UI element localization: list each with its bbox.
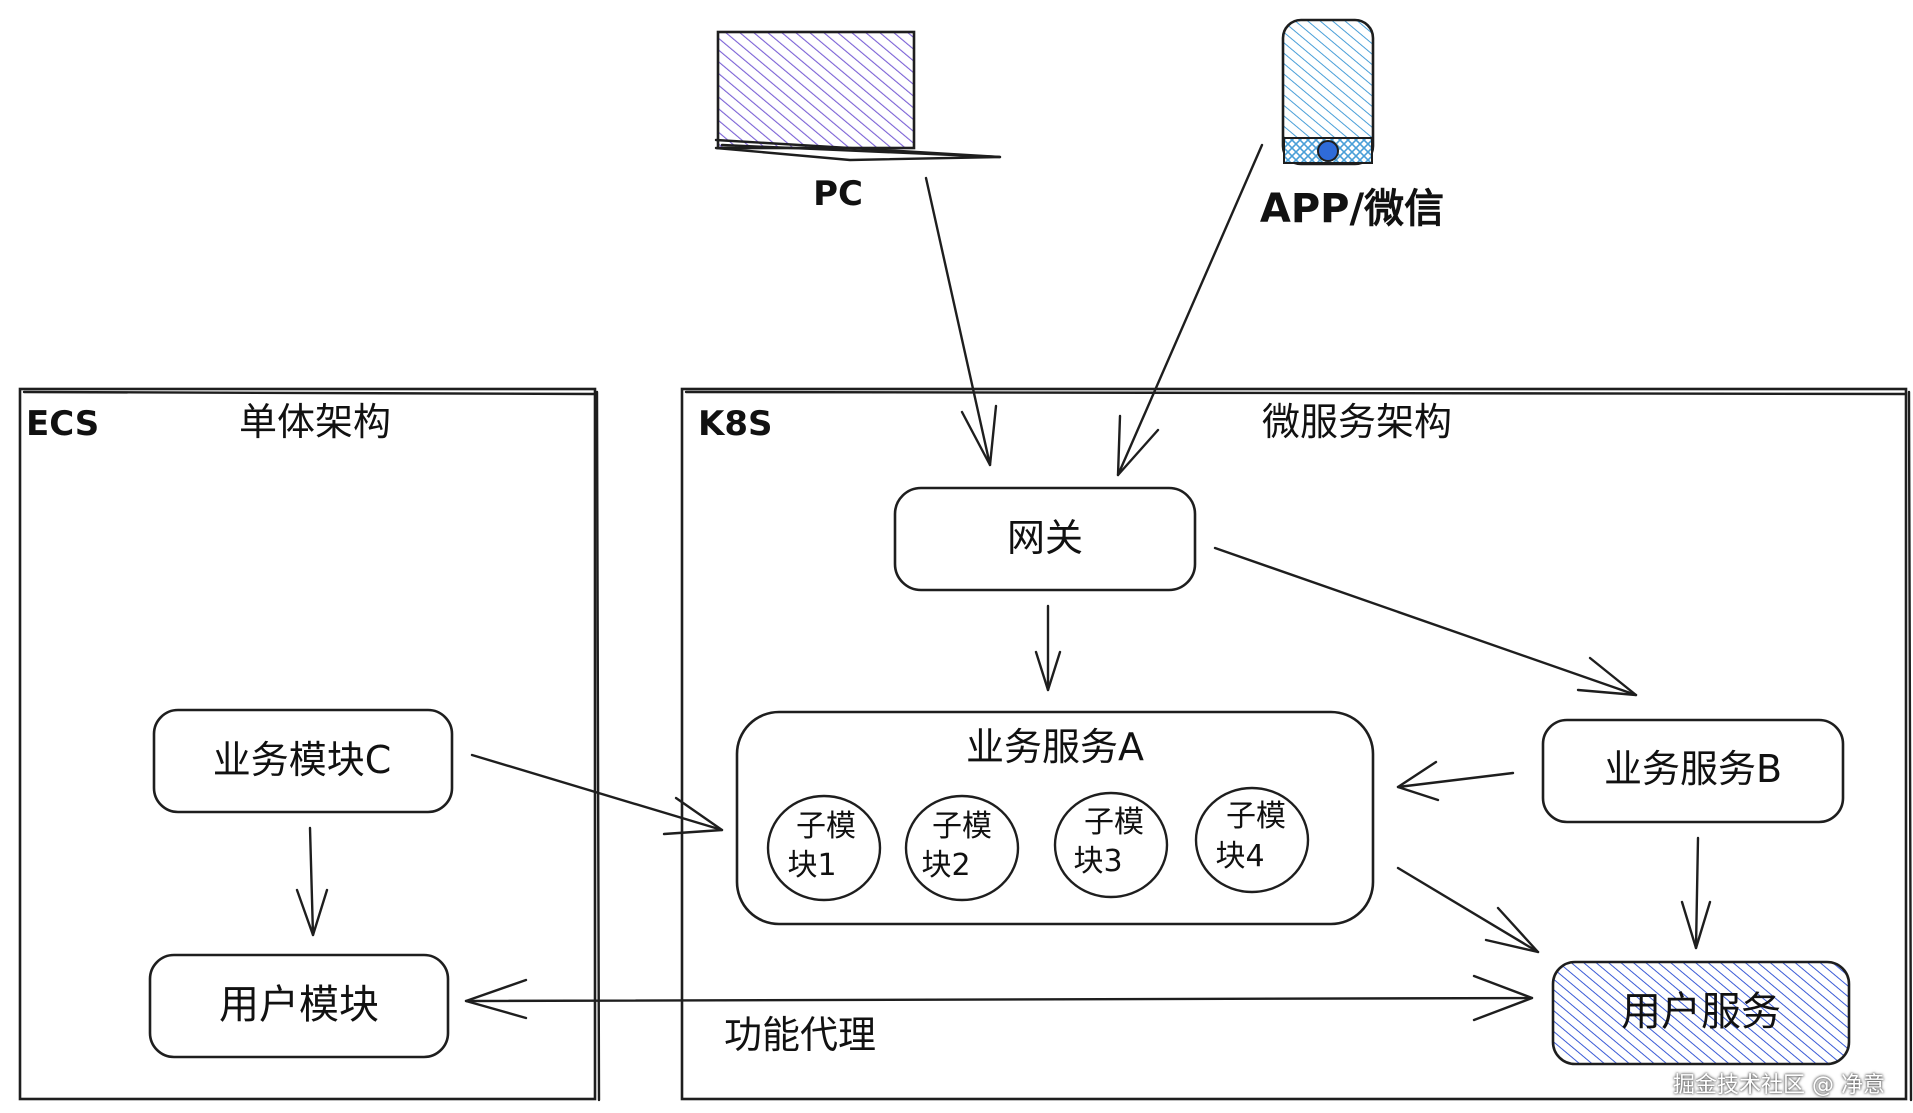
phone-home-button <box>1317 140 1339 162</box>
ecs-container <box>18 387 601 1102</box>
arrow-gateway-to-service-b <box>1213 546 1638 697</box>
user-service-node[interactable]: 用户服务 <box>1551 960 1851 1066</box>
submodule-4-circle <box>1194 786 1310 894</box>
pc-device <box>714 30 1002 162</box>
k8s-tag: K8S <box>698 404 773 444</box>
submodule-3[interactable]: 子模 块3 <box>1053 791 1169 899</box>
submodule-4[interactable]: 子模 块4 <box>1194 786 1310 894</box>
k8s-title: 微服务架构 <box>1262 400 1452 444</box>
pc-label: PC <box>813 174 863 214</box>
submodule-3-line1: 子模 <box>1084 805 1144 840</box>
submodule-1[interactable]: 子模 块1 <box>766 794 882 902</box>
arrow-module-c-to-user-module <box>295 826 329 937</box>
k8s-border <box>680 387 1908 1101</box>
arrow-gateway-to-service-a <box>1034 604 1062 692</box>
ecs-tag: ECS <box>26 404 99 444</box>
submodule-1-circle <box>766 794 882 902</box>
submodule-1-line1: 子模 <box>796 809 856 844</box>
user-module-node[interactable]: 用户模块 <box>148 953 450 1059</box>
submodule-3-line2: 块3 <box>1073 844 1122 879</box>
user-module-label: 用户模块 <box>219 982 379 1028</box>
submodule-1-line2: 块1 <box>787 848 836 883</box>
arrow-service-b-to-user-service <box>1680 836 1712 950</box>
service-b-label: 业务服务B <box>1604 747 1782 791</box>
app-label: APP/微信 <box>1260 186 1444 232</box>
submodule-2-line1: 子模 <box>932 809 992 844</box>
user-module-box <box>148 953 450 1059</box>
phone-device <box>1281 18 1375 166</box>
arrow-proxy-bidirectional <box>464 974 1534 1022</box>
module-c-node[interactable]: 业务模块C <box>152 708 454 814</box>
user-service-box <box>1551 960 1851 1066</box>
arrow-pc-to-gateway <box>924 176 998 467</box>
watermark: 掘金技术社区 @ 净意 <box>1673 1073 1885 1098</box>
submodule-4-line2: 块4 <box>1215 839 1264 874</box>
gateway-label: 网关 <box>1007 516 1083 560</box>
arrow-service-b-to-service-a <box>1396 760 1515 802</box>
service-a-label: 业务服务A <box>966 725 1144 769</box>
gateway-box <box>893 486 1197 592</box>
module-c-label: 业务模块C <box>213 738 392 782</box>
k8s-container <box>680 387 1913 1102</box>
submodule-2-line2: 块2 <box>921 848 970 883</box>
gateway-node[interactable]: 网关 <box>893 486 1197 592</box>
arrow-app-to-gateway <box>1116 143 1264 477</box>
submodule-4-line1: 子模 <box>1226 799 1286 834</box>
user-service-label: 用户服务 <box>1621 989 1781 1035</box>
service-b-box <box>1541 718 1845 824</box>
service-b-node[interactable]: 业务服务B <box>1541 718 1845 824</box>
module-c-box <box>152 708 454 814</box>
service-a-node[interactable]: 业务服务A 子模 块1 子模 块2 子模 块3 子模 块4 <box>735 710 1375 926</box>
submodule-3-circle <box>1053 791 1169 899</box>
submodule-2-circle <box>904 794 1020 902</box>
pc-base <box>714 138 1002 162</box>
proxy-label: 功能代理 <box>724 1013 876 1057</box>
arrow-module-c-to-service-a <box>470 753 724 836</box>
ecs-title: 单体架构 <box>239 400 391 444</box>
submodule-2[interactable]: 子模 块2 <box>904 794 1020 902</box>
ecs-border <box>18 387 597 1101</box>
arrow-service-a-to-user-service <box>1396 866 1540 954</box>
pc-screen <box>716 30 916 150</box>
